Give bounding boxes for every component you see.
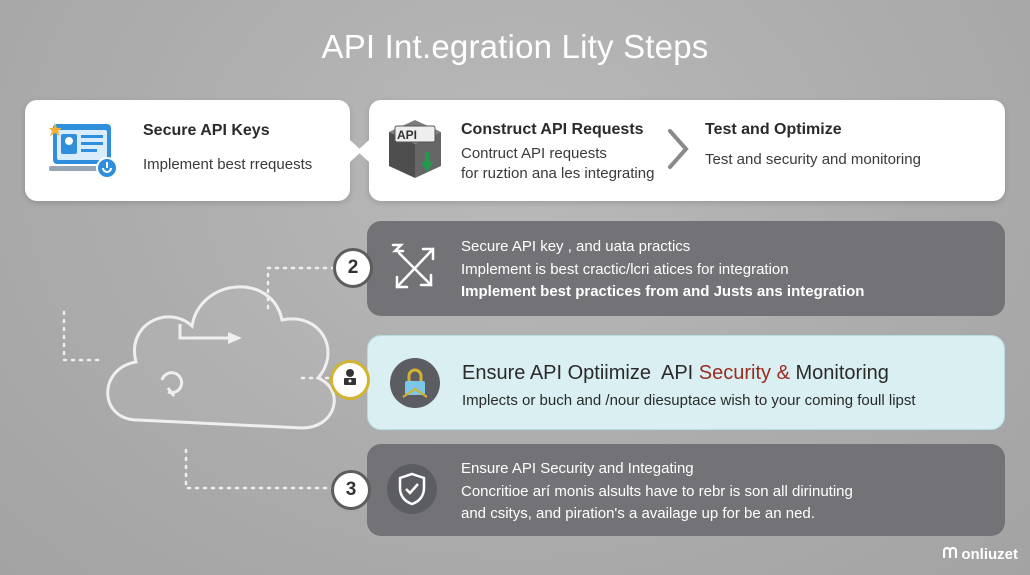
api-box-icon (387, 118, 443, 180)
card-title: Construct API Requests (461, 121, 644, 138)
brand-name: onliuzet (961, 546, 1018, 563)
chevron-right-icon (667, 128, 689, 175)
step-line-2: Concritioe arí monis alsults have to reb… (461, 483, 853, 500)
card-desc-line-2: for ruztion ana les integrating (461, 165, 655, 182)
card-secure-api-keys: Secure API Keys Implement best rrequests (25, 100, 362, 201)
step-title-part-a: Ensure API Optiimize API (462, 362, 694, 384)
step-row-2: Secure API key , and uata practics Imple… (367, 221, 1005, 316)
step-title: Ensure API Optiimize API Security & Moni… (462, 362, 889, 385)
card-title: Secure API Keys (143, 122, 270, 139)
step-row-security: Ensure API Optiimize API Security & Moni… (367, 335, 1005, 430)
card-desc-line-1: Contruct API requests (461, 145, 607, 162)
laptop-id-icon (49, 122, 121, 180)
step-line-2: Implement is best cractic/lcri atices fo… (461, 261, 789, 278)
api-box-label: API (397, 128, 418, 142)
user-lock-badge (330, 360, 370, 400)
lock-icon-circle (390, 358, 440, 408)
card-desc: Test and security and monitoring (705, 151, 921, 168)
step-line-3: Implement best practices from and Justs … (461, 283, 865, 300)
step-number-badge: 2 (333, 248, 373, 288)
step-line-3: and csitys, and piration's a availage up… (461, 505, 815, 522)
step-line-1: Ensure API Security and Integating (461, 460, 694, 477)
step-number-badge: 3 (331, 470, 371, 510)
step-line-1: Implects or buch and /nour diesuptace wi… (462, 392, 916, 409)
step-line-1: Secure API key , and uata practics (461, 238, 691, 255)
step-title-part-b: Security & (698, 362, 790, 384)
step-row-3: Ensure API Security and Integating Concr… (367, 444, 1005, 536)
brand-m-icon (943, 546, 961, 563)
step-title-part-c: Monitoring (795, 362, 889, 384)
card-construct-test: API Construct API Requests Contruct API … (357, 100, 1005, 201)
card-title: Test and Optimize (705, 121, 842, 138)
user-icon (341, 368, 359, 392)
shield-check-icon (397, 472, 427, 511)
cloud-icon (50, 250, 370, 500)
diagram-title: API Int.egration Lity Steps (321, 28, 709, 65)
shield-icon-circle (387, 464, 437, 514)
lock-icon (401, 367, 429, 404)
card-desc: Implement best rrequests (143, 156, 313, 173)
arrows-cross-icon (389, 239, 441, 300)
brand-logo: onliuzet (943, 546, 1018, 563)
